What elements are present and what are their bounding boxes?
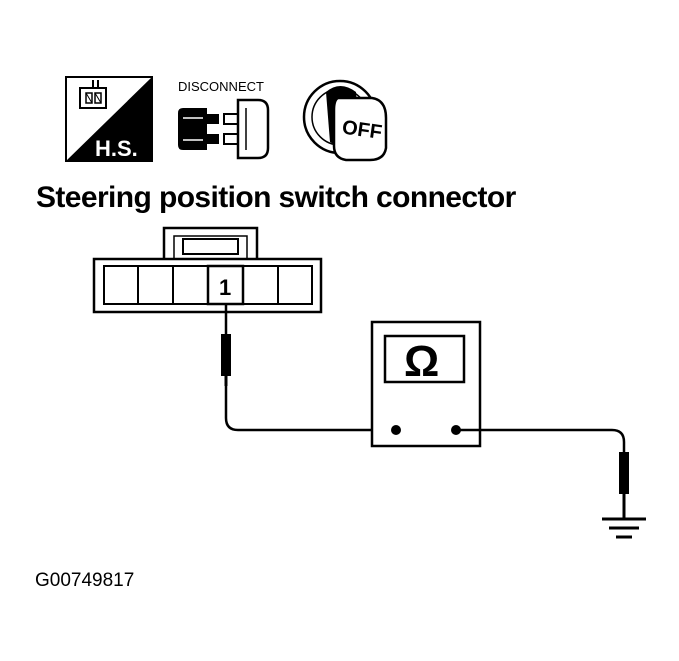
harness-side-label: H.S. (95, 136, 138, 161)
ohm-symbol: Ω (404, 337, 439, 386)
disconnect-label: DISCONNECT (178, 79, 264, 94)
harness-side-icon: H.S. (65, 76, 153, 162)
ground-symbol (602, 517, 646, 539)
diagram-title: Steering position switch connector (36, 181, 517, 214)
ignition-off-icon: OFF (302, 79, 388, 162)
figure-id: G00749817 (35, 570, 134, 591)
steering-switch-connector: 1 (92, 226, 323, 314)
terminal-1-label: 1 (219, 275, 231, 300)
ohmmeter: Ω (370, 320, 482, 448)
probe-lead-terminal (221, 304, 396, 432)
disconnect-icon: DISCONNECT (178, 79, 270, 160)
meter-terminal-left (391, 425, 401, 435)
probe-lead-ground (456, 428, 629, 518)
